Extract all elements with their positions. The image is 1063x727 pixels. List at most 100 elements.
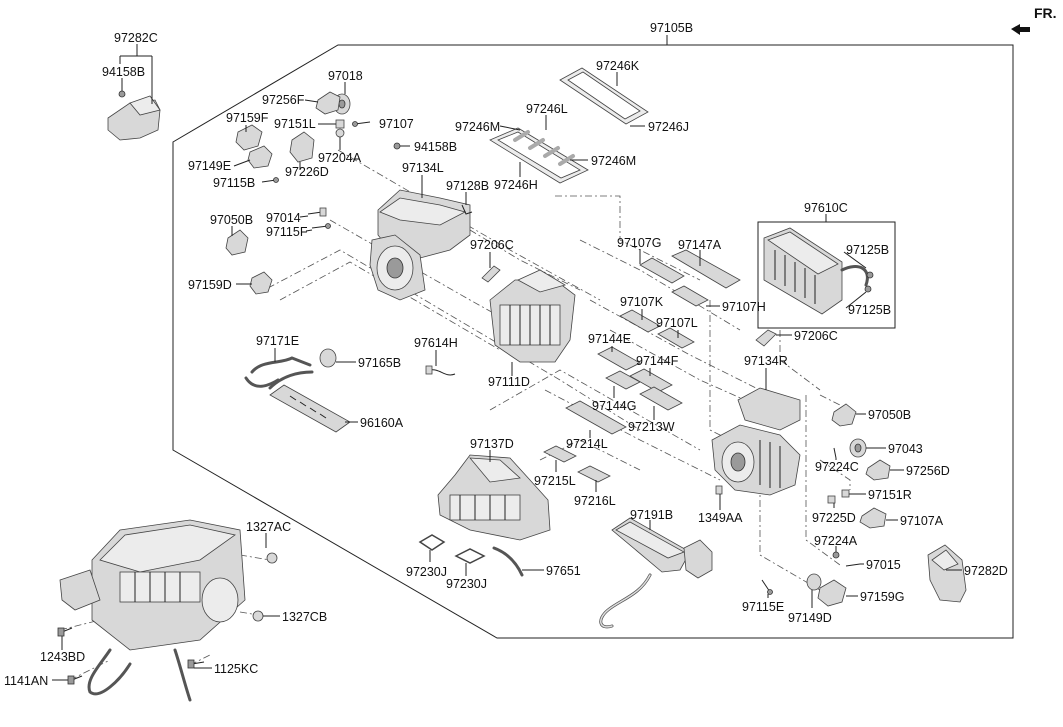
callout-97107A: 97107A bbox=[900, 514, 944, 528]
part-97214L-door bbox=[565, 400, 627, 435]
callout-97149E: 97149E bbox=[188, 159, 231, 173]
callout-97610C: 97610C bbox=[804, 201, 848, 215]
part-97043-motor bbox=[849, 438, 867, 458]
part-97204A-link bbox=[335, 128, 345, 138]
callout-97107: 97107 bbox=[379, 117, 414, 131]
callout-97256D: 97256D bbox=[906, 464, 950, 478]
callout-97128B: 97128B bbox=[446, 179, 489, 193]
part-97230J-gasket-2 bbox=[454, 548, 486, 564]
part-full-assembly bbox=[59, 519, 246, 702]
callout-94158B-b: 94158B bbox=[414, 140, 457, 154]
part-97159D-actuator bbox=[249, 271, 273, 295]
callout-1349AA: 1349AA bbox=[698, 511, 743, 525]
callout-97144G: 97144G bbox=[592, 399, 636, 413]
callout-97111D: 97111D bbox=[488, 375, 530, 389]
callout-97282C: 97282C bbox=[114, 31, 158, 45]
callout-97282D: 97282D bbox=[964, 564, 1008, 578]
callout-97159G: 97159G bbox=[860, 590, 904, 604]
callout-97651: 97651 bbox=[546, 564, 581, 578]
callout-97159F: 97159F bbox=[226, 111, 269, 125]
part-97246K-filter-frame bbox=[559, 67, 649, 125]
part-97107A-actuator bbox=[859, 507, 887, 529]
part-97216L-door bbox=[577, 465, 611, 483]
assembly-boundary bbox=[172, 44, 1014, 639]
part-97159F-actuator bbox=[235, 124, 263, 151]
part-97107K-door bbox=[619, 309, 661, 333]
part-97225D-clip bbox=[827, 495, 836, 504]
part-1349AA-bolt bbox=[715, 485, 723, 495]
callout-97105B: 97105B bbox=[650, 21, 693, 35]
part-97151R-clip bbox=[841, 489, 850, 498]
callout-97107H: 97107H bbox=[722, 300, 766, 314]
part-97224A-clip bbox=[832, 551, 840, 559]
part-97050B-actuator-right bbox=[831, 403, 857, 427]
callout-97171E: 97171E bbox=[256, 334, 299, 348]
part-97144E-door bbox=[597, 346, 641, 371]
part-97149D-sensor bbox=[806, 573, 822, 591]
callout-97246L: 97246L bbox=[526, 102, 568, 116]
part-97128B-clip bbox=[461, 204, 473, 215]
callout-97226D: 97226D bbox=[285, 165, 329, 179]
callout-97125B: 97125B bbox=[846, 243, 889, 257]
part-97215L-door bbox=[543, 445, 577, 463]
callout-97134L: 97134L bbox=[402, 161, 444, 175]
callout-97256F: 97256F bbox=[262, 93, 305, 107]
callout-97115B: 97115B bbox=[213, 176, 255, 190]
part-97014-lever bbox=[307, 207, 327, 217]
part-97651-drain-hose bbox=[492, 546, 524, 577]
callout-97216L: 97216L bbox=[574, 494, 616, 508]
callout-97107G: 97107G bbox=[617, 236, 661, 250]
callout-97159D: 97159D bbox=[188, 278, 232, 292]
callout-97246M-b: 97246M bbox=[591, 154, 636, 168]
callout-97246H: 97246H bbox=[494, 178, 538, 192]
callout-1141AN: 1141AN bbox=[4, 674, 48, 688]
callout-97165B: 97165B bbox=[358, 356, 401, 370]
callout-1327AC: 1327AC bbox=[246, 520, 291, 534]
part-97224C-clip bbox=[833, 447, 837, 459]
part-1125KC-bolt bbox=[187, 659, 205, 669]
callout-97204A: 97204A bbox=[318, 151, 362, 165]
front-direction-indicator: FR. bbox=[1011, 5, 1057, 35]
callout-97215L: 97215L bbox=[534, 474, 576, 488]
callout-1243BD: 1243BD bbox=[40, 650, 85, 664]
part-97115F-screw bbox=[311, 223, 331, 229]
part-94158B-clip bbox=[393, 142, 401, 150]
callout-97147A: 97147A bbox=[678, 238, 722, 252]
callout-97151L: 97151L bbox=[274, 117, 316, 131]
callout-96160A: 96160A bbox=[360, 416, 404, 430]
part-97151L-clip bbox=[335, 119, 345, 129]
part-97165B-seal bbox=[319, 348, 337, 368]
part-97134R-case-right bbox=[711, 387, 801, 496]
callout-97115E: 97115E bbox=[742, 600, 784, 614]
callout-97191B: 97191B bbox=[630, 508, 673, 522]
callout-97151R: 97151R bbox=[868, 488, 912, 502]
callout-1125KC: 1125KC bbox=[214, 662, 258, 676]
callout-97230J-b: 97230J bbox=[446, 577, 487, 591]
part-97015-screw bbox=[845, 563, 861, 567]
callout-97246K: 97246K bbox=[596, 59, 640, 73]
callout-97246J: 97246J bbox=[648, 120, 689, 134]
callout-97018: 97018 bbox=[328, 69, 363, 83]
part-97230J-gasket bbox=[418, 534, 446, 551]
part-97144G-door bbox=[605, 370, 641, 390]
callout-97206C: 97206C bbox=[470, 238, 514, 252]
callout-97043: 97043 bbox=[888, 442, 923, 456]
callout-97144F: 97144F bbox=[636, 354, 679, 368]
callout-97107K: 97107K bbox=[620, 295, 664, 309]
callout-97015: 97015 bbox=[866, 558, 901, 572]
callout-labels: 97105B 97282C 94158B 97018 97256F 97107 … bbox=[4, 21, 1008, 688]
part-97149E-sensor bbox=[247, 145, 273, 169]
part-1327AC-nut bbox=[266, 552, 278, 564]
callout-97224C: 97224C bbox=[815, 460, 859, 474]
part-97111D-case-center bbox=[489, 269, 576, 363]
part-97134L-case-left bbox=[369, 189, 471, 301]
part-97206C-seal-right bbox=[755, 329, 777, 347]
callout-97214L: 97214L bbox=[566, 437, 608, 451]
part-97159G-actuator bbox=[817, 579, 847, 607]
part-97246L-strips bbox=[513, 130, 575, 166]
callout-97144E: 97144E bbox=[588, 332, 631, 346]
direction-label: FR. bbox=[1034, 5, 1057, 21]
callout-97614H: 97614H bbox=[414, 336, 458, 350]
part-97107H-door bbox=[671, 285, 709, 307]
part-97206C-seal bbox=[481, 265, 501, 283]
